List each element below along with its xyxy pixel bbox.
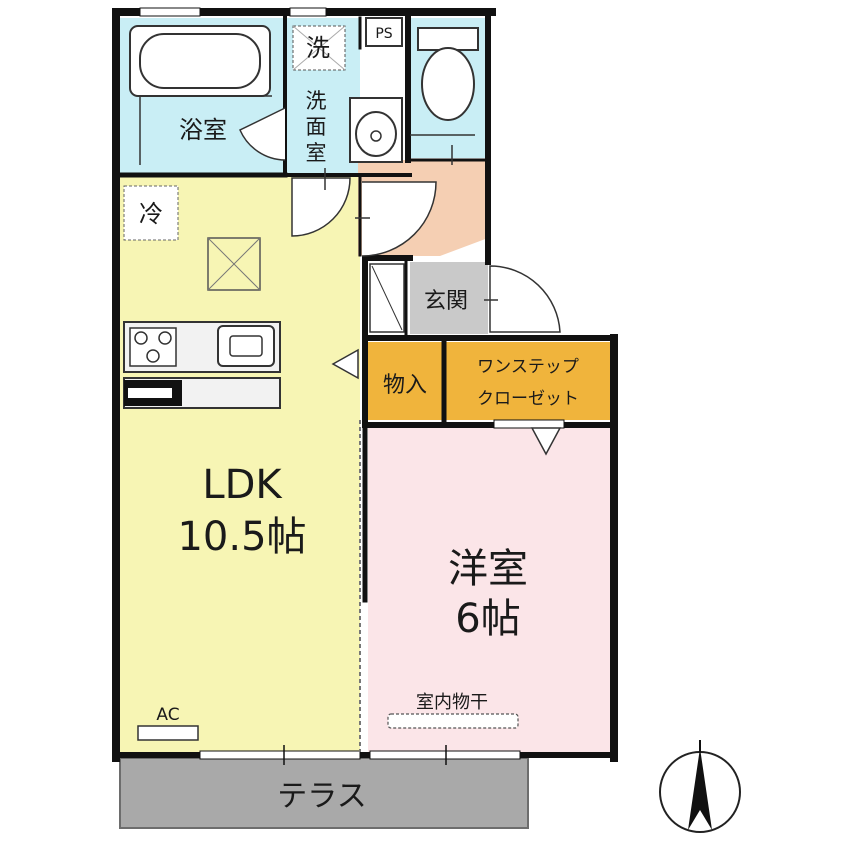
washer-mark: 洗 xyxy=(306,34,330,62)
north-arrow-icon xyxy=(659,740,741,833)
ldk-size-label: 10.5帖 xyxy=(177,514,306,560)
washroom-label-2: 面 xyxy=(306,115,327,139)
washroom-door-swing xyxy=(291,177,351,237)
genkan-label: 玄関 xyxy=(424,289,468,314)
toilet-bowl xyxy=(421,47,475,121)
storage-label: 物入 xyxy=(383,373,427,398)
ac-unit xyxy=(137,725,199,741)
bedroom-floor xyxy=(368,425,610,753)
closet-floor xyxy=(446,342,610,420)
indoor-drying-label: 室内物干 xyxy=(416,692,488,713)
ldk-label: LDK xyxy=(202,462,283,508)
bath-door-swing xyxy=(239,107,286,161)
toilet-door-swing xyxy=(361,181,437,257)
toilet-tank xyxy=(417,27,479,51)
bath-label: 浴室 xyxy=(179,116,227,144)
closet-label-1: ワンステップ xyxy=(477,357,579,377)
windows xyxy=(139,7,565,765)
washroom-label-3: 室 xyxy=(306,141,327,165)
ac-label: AC xyxy=(156,705,179,725)
storage-floor xyxy=(368,342,443,420)
genkan-floor xyxy=(410,262,488,334)
terrace-label: テラス xyxy=(277,779,366,814)
bathtub-basin xyxy=(139,33,261,89)
bedroom-closet-marker xyxy=(530,427,562,456)
bedroom-label: 洋室 xyxy=(448,546,528,592)
fridge-space xyxy=(123,185,179,241)
entrance-door-swing xyxy=(489,265,561,333)
closet-door-marker xyxy=(331,348,359,380)
washroom-label-1: 洗 xyxy=(306,89,327,113)
fridge-label: 冷 xyxy=(139,200,163,228)
closet-label-2: クローゼット xyxy=(477,389,579,409)
pipe-space xyxy=(365,17,403,47)
terrace-floor xyxy=(119,757,529,829)
bedroom-size-label: 6帖 xyxy=(455,596,520,642)
indoor-drying-rail xyxy=(387,713,519,729)
ps-label: PS xyxy=(375,26,392,42)
